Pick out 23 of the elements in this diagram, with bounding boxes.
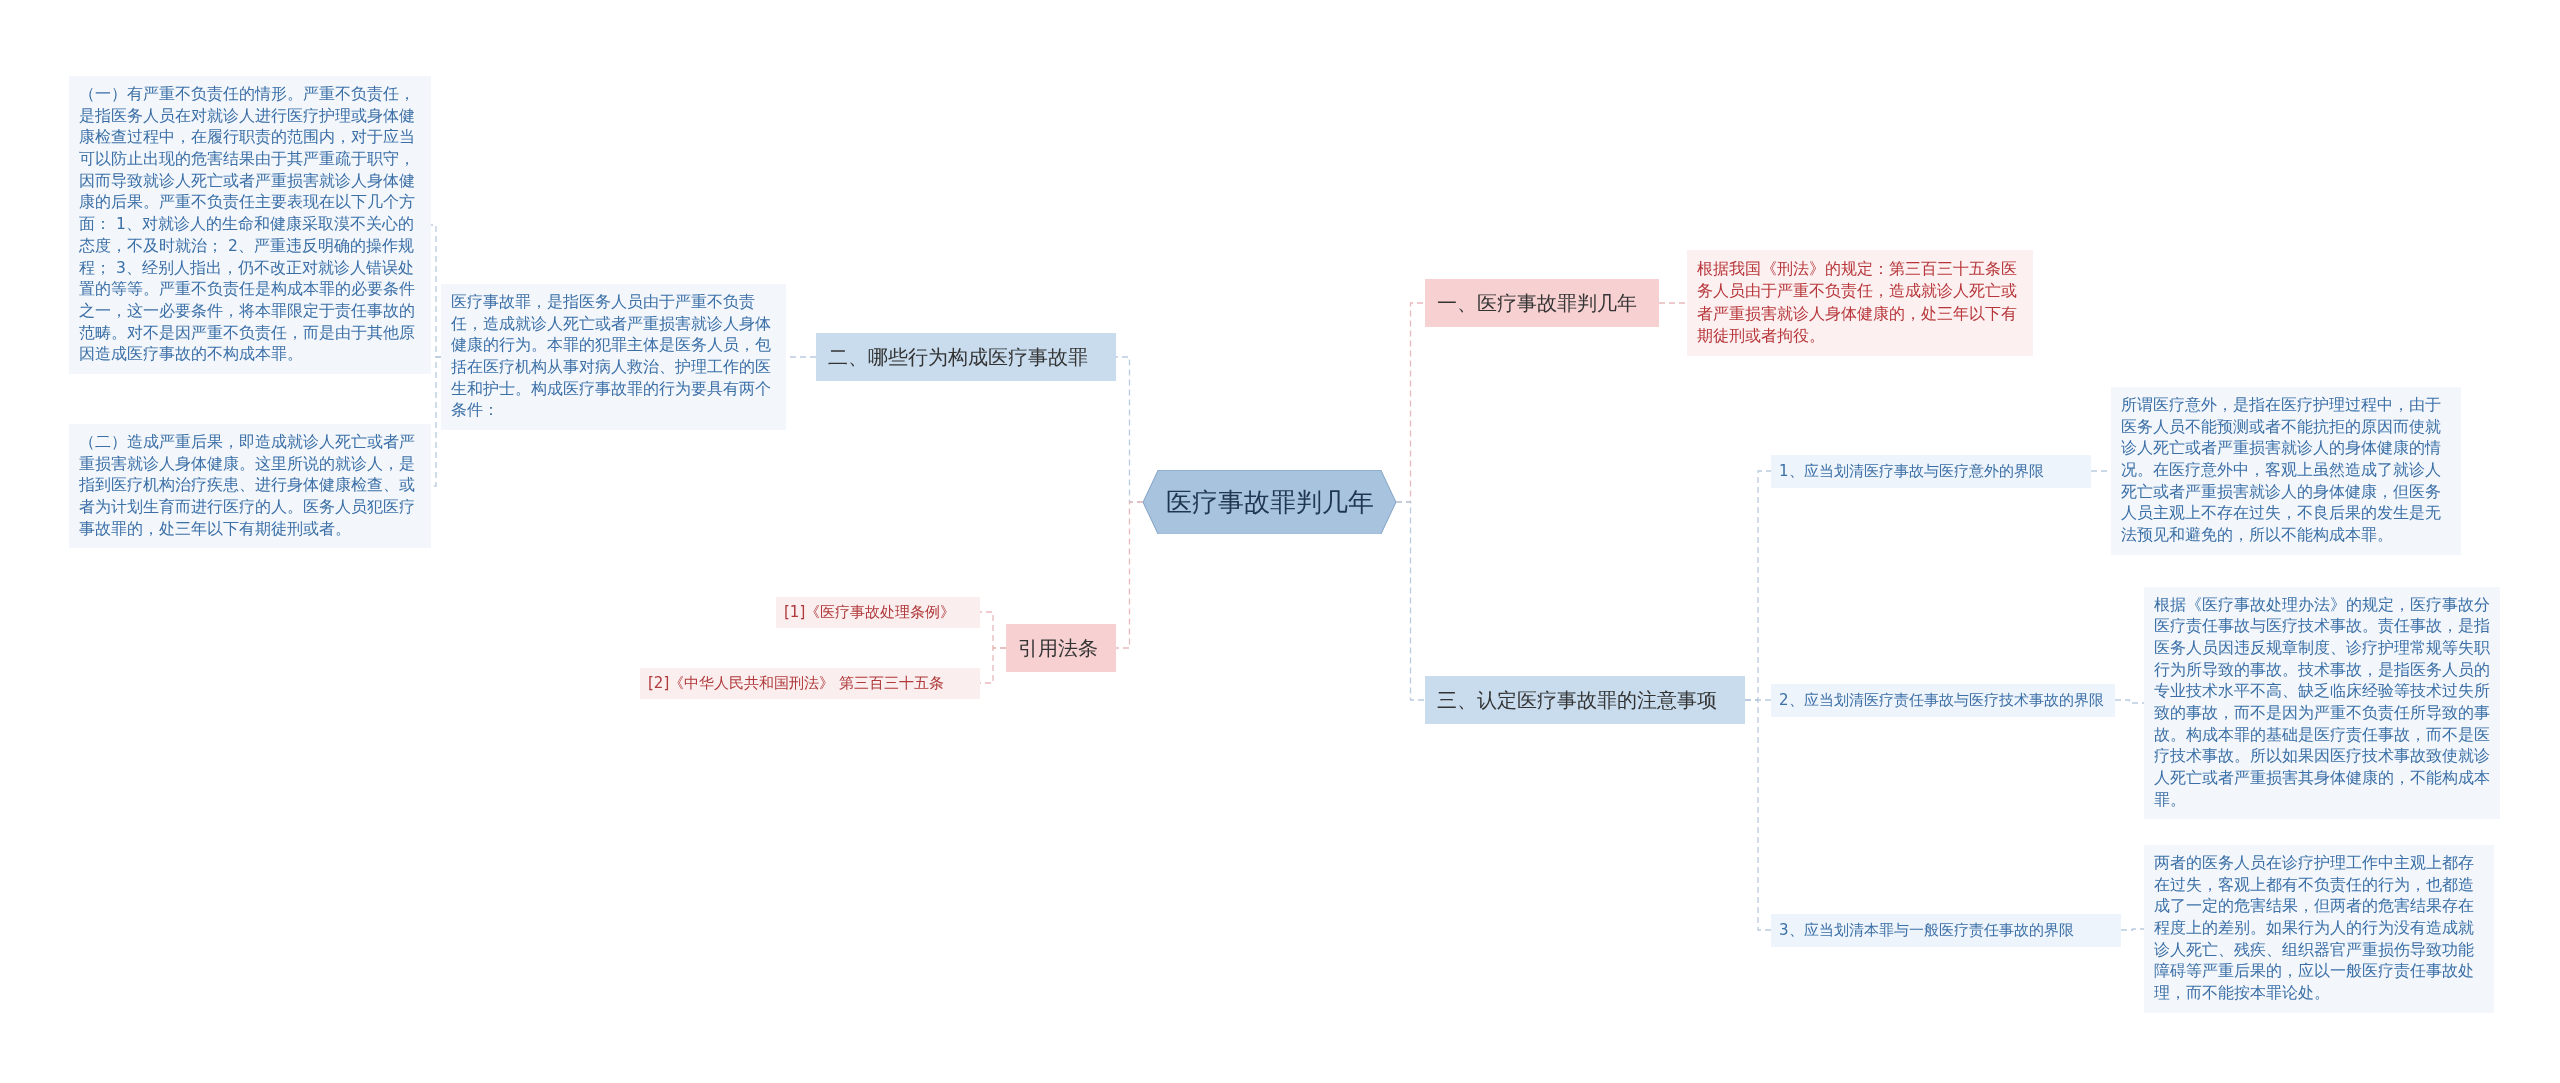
connector-line bbox=[1744, 699, 1772, 931]
subtopic-card: 1、应当划清医疗事故与医疗意外的界限 bbox=[1771, 454, 2091, 488]
subtopic-card: 3、应当划清本罪与一般医疗责任事故的界限 bbox=[1771, 913, 2121, 947]
connector-line bbox=[1115, 501, 1144, 649]
central-topic: 医疗事故罪判几年 bbox=[1143, 470, 1396, 535]
connector-line bbox=[2114, 699, 2145, 704]
topic-card: 二、哪些行为构成医疗事故罪 bbox=[816, 333, 1116, 381]
citation-card: [1]《医疗事故处理条例》 bbox=[776, 596, 980, 628]
topic-card: 一、医疗事故罪判几年 bbox=[1425, 279, 1659, 327]
connector-line bbox=[2120, 928, 2145, 931]
topic-card: 引用法条 bbox=[1006, 624, 1116, 672]
note-card: （二）造成严重后果，即造成就诊人死亡或者严重损害就诊人身体健康。这里所说的就诊人，是指到医疗机构治疗疾患、进行身体健康检查、或者为计划生育而进行医疗的人。医务人员犯医疗事故罪的，处三年以下有期徒刑或者。 bbox=[69, 424, 431, 549]
note-card: 医疗事故罪，是指医务人员由于严重不负责任，造成就诊人死亡或者严重损害就诊人身体健康的行为。本罪的犯罪主体是医务人员，包括在医疗机构从事对病人救治、护理工作的医生和护士。构成医疗事故罪的行为要具有两个条件： bbox=[441, 284, 786, 431]
topic-card: 三、认定医疗事故罪的注意事项 bbox=[1425, 676, 1745, 724]
note-card: （一）有严重不负责任的情形。严重不负责任，是指医务人员在对就诊人进行医疗护理或身体健康检查过程中，在履行职责的范围内，对于应当可以防止出现的危害结果由于其严重疏于职守，因而导致就诊人死亡或者严重损害就诊人身体健康的后果。严重不负责任主要表现在以下几个方面： 1、对就诊人的生命和健康采取漠不关心的态度，不及时就治； 2、严重违反明确的操作规程； 3、经别人指出，仍不改正对就诊人错误处置的等等。严重不负责任是构成本罪的必要条件之一，这一必要条件，将本罪限定于责任事故的范畴。对不是因严重不负责任，而是由于其他原因造成医疗事故的不构成本罪。 bbox=[69, 76, 431, 374]
note-card: 所谓医疗意外，是指在医疗护理过程中，由于医务人员不能预测或者不能抗拒的原因而使就诊人死亡或者严重损害就诊人的身体健康的情况。在医疗意外中，客观上虽然造成了就诊人死亡或者严重损害就诊人的身体健康，但医务人员主观上不存在过失，不良后果的发生是无法预见和避免的，所以不能构成本罪。 bbox=[2111, 387, 2461, 555]
subtopic-card: 2、应当划清医疗责任事故与医疗技术事故的界限 bbox=[1771, 683, 2115, 717]
note-card: 根据《医疗事故处理办法》的规定，医疗事故分医疗责任事故与医疗技术事故。责任事故，是指医务人员因违反规章制度、诊疗护理常规等失职行为所导致的事故。技术事故，是指医务人员的专业技术水平不高、缺乏临床经验等技术过失所致的事故，而不是因为严重不负责任所导致的事故。构成本罪的基础是医疗责任事故，而不是医疗技术事故。所以如果因医疗技术事故致使就诊人死亡或者严重损害其身体健康的，不能构成本罪。 bbox=[2144, 586, 2500, 820]
note-card: 根据我国《刑法》的规定：第三百三十五条医务人员由于严重不负责任，造成就诊人死亡或者严重损害就诊人身体健康的，处三年以下有期徒刑或者拘役。 bbox=[1687, 250, 2033, 356]
citation-card: [2]《中华人民共和国刑法》 第三百三十五条 bbox=[640, 667, 980, 699]
note-card: 两者的医务人员在诊疗护理工作中主观上都存在过失，客观上都有不负责任的行为，也都造成了一定的危害结果，但两者的危害结果存在程度上的差别。如果行为人的行为没有造成就诊人死亡、残疾、组织器官严重损伤导致功能障碍等严重后果的，应以一般医疗责任事故处理，而不能按本罪论处。 bbox=[2144, 845, 2494, 1013]
connector-line bbox=[1658, 302, 1688, 304]
connector-line bbox=[1395, 501, 1426, 701]
